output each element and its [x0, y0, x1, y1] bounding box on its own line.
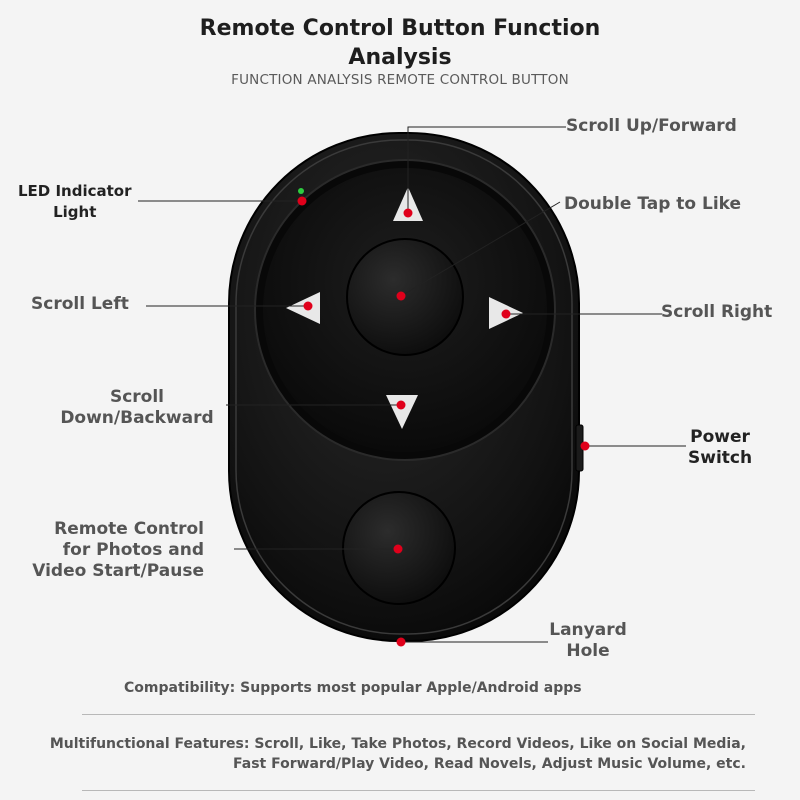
- page-title: Remote Control Button Function Analysis: [0, 14, 800, 72]
- marker-scroll-up: [403, 208, 413, 218]
- marker-double-tap: [396, 291, 406, 301]
- down-arrow-icon: [386, 395, 418, 429]
- marker-power: [580, 441, 590, 451]
- marker-lanyard: [396, 637, 406, 647]
- page-subtitle: FUNCTION ANALYSIS REMOTE CONTROL BUTTON: [231, 72, 569, 88]
- label-scroll-left: Scroll Left: [31, 294, 129, 314]
- title-line-1: Remote Control Button Function: [199, 16, 601, 41]
- features-note: Multifunctional Features: Scroll, Like, …: [49, 736, 746, 772]
- compatibility-note: Compatibility: Supports most popular App…: [124, 680, 582, 696]
- divider-top: [82, 714, 755, 715]
- label-shutter: Remote Control for Photos and Video Star…: [32, 519, 204, 581]
- label-double-tap: Double Tap to Like: [564, 194, 742, 214]
- title-line-2: Analysis: [348, 45, 452, 70]
- label-scroll-up: Scroll Up/Forward: [566, 116, 737, 136]
- marker-scroll-down: [396, 400, 406, 410]
- divider-bottom: [82, 790, 755, 791]
- marker-led: [297, 196, 307, 206]
- left-arrow-icon: [286, 292, 320, 324]
- label-scroll-down: Scroll Down/Backward: [60, 387, 214, 428]
- marker-shutter: [393, 544, 403, 554]
- label-lanyard-hole: Lanyard Hole: [549, 620, 627, 661]
- leader-scroll-up: [407, 126, 566, 213]
- label-scroll-right: Scroll Right: [661, 302, 773, 322]
- label-power-switch: Power Switch: [688, 427, 753, 468]
- led-indicator-icon: [298, 188, 304, 194]
- marker-scroll-right: [501, 309, 511, 319]
- leader-double-tap: [400, 201, 561, 297]
- device-edge-highlight: [235, 139, 573, 635]
- label-led-indicator: LED Indicator Light: [18, 182, 132, 221]
- marker-scroll-left: [303, 301, 313, 311]
